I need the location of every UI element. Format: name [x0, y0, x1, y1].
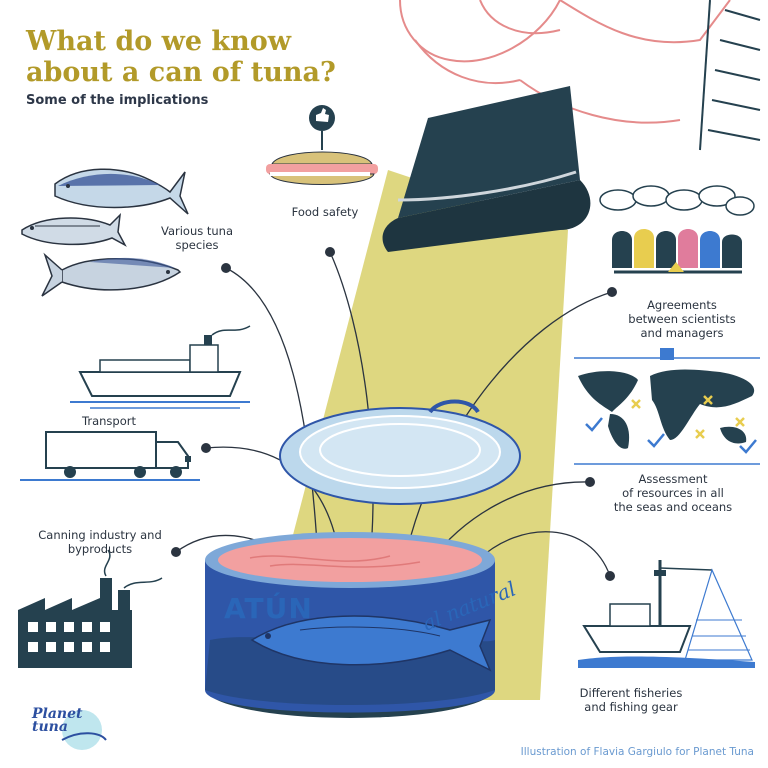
logo-line-2: tuna	[32, 719, 68, 735]
label-species: Various tuna species	[160, 224, 234, 252]
factory-icon	[18, 549, 163, 668]
illustration-credit: Illustration of Flavia Gargiulo for Plan…	[520, 746, 754, 758]
tuna-fish-2	[21, 212, 127, 247]
label-assessment: Assessment of resources in all the seas …	[613, 472, 733, 514]
can-brand-text: ATÚN	[224, 592, 313, 625]
paper-stripes	[699, 0, 761, 151]
tuna-fish-1	[54, 168, 189, 215]
agreements-icon	[599, 185, 755, 274]
tuna-fish-3	[41, 252, 182, 297]
can-lid	[279, 399, 521, 505]
truck-icon	[20, 431, 200, 481]
flashlight-handle	[398, 86, 580, 218]
connector-dots	[171, 247, 617, 581]
label-transport: Transport	[82, 414, 136, 428]
label-canning: Canning industry and byproducts	[38, 528, 162, 556]
page-title: What do we know about a can of tuna?	[26, 26, 336, 88]
label-agreements: Agreements between scientists and manage…	[628, 298, 736, 340]
food-safety-icon	[266, 105, 378, 185]
label-fisheries: Different fisheries and fishing gear	[579, 686, 683, 714]
logo-text: Planet tuna	[32, 706, 83, 735]
flashlight-head	[382, 180, 591, 252]
title-line-1: What do we know	[26, 26, 292, 57]
cargo-ship-icon	[70, 325, 251, 409]
page-subtitle: Some of the implications	[26, 93, 209, 108]
hand-illustration	[399, 0, 731, 124]
planet-tuna-logo	[61, 710, 107, 750]
flashlight-band	[397, 170, 577, 202]
tuna-can	[205, 532, 495, 718]
world-map-icon	[574, 348, 760, 465]
fishing-vessel-icon	[578, 560, 755, 668]
label-food-safety: Food safety	[291, 205, 359, 219]
logo-line-1: Planet	[32, 706, 83, 722]
title-line-2: about a can of tuna?	[26, 57, 336, 88]
